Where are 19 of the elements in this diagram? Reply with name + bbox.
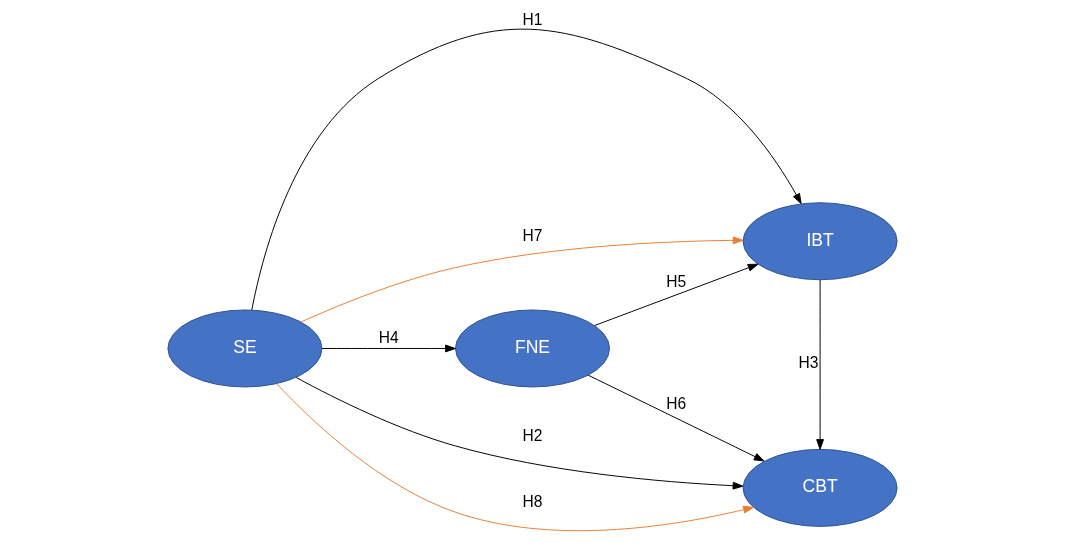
edge-label: H1 xyxy=(522,10,543,28)
edge-label: H4 xyxy=(378,329,399,347)
edge-label: H6 xyxy=(666,394,687,412)
edge-label: H8 xyxy=(522,493,543,511)
edge-label: H7 xyxy=(522,227,543,245)
arrow xyxy=(300,236,744,323)
arrow xyxy=(276,383,754,532)
arrow xyxy=(816,279,824,450)
arrow xyxy=(321,344,456,353)
arrow xyxy=(594,263,759,326)
edge-label: H3 xyxy=(798,354,819,372)
arrow xyxy=(251,28,802,311)
node-ellipse: IBT xyxy=(742,202,898,281)
edge-label: H5 xyxy=(666,272,687,290)
arrow xyxy=(587,374,765,462)
arrow xyxy=(295,377,744,490)
edge-label: H2 xyxy=(522,426,543,444)
node-ellipse: FNE xyxy=(455,309,610,388)
node-ellipse: SE xyxy=(167,309,323,388)
